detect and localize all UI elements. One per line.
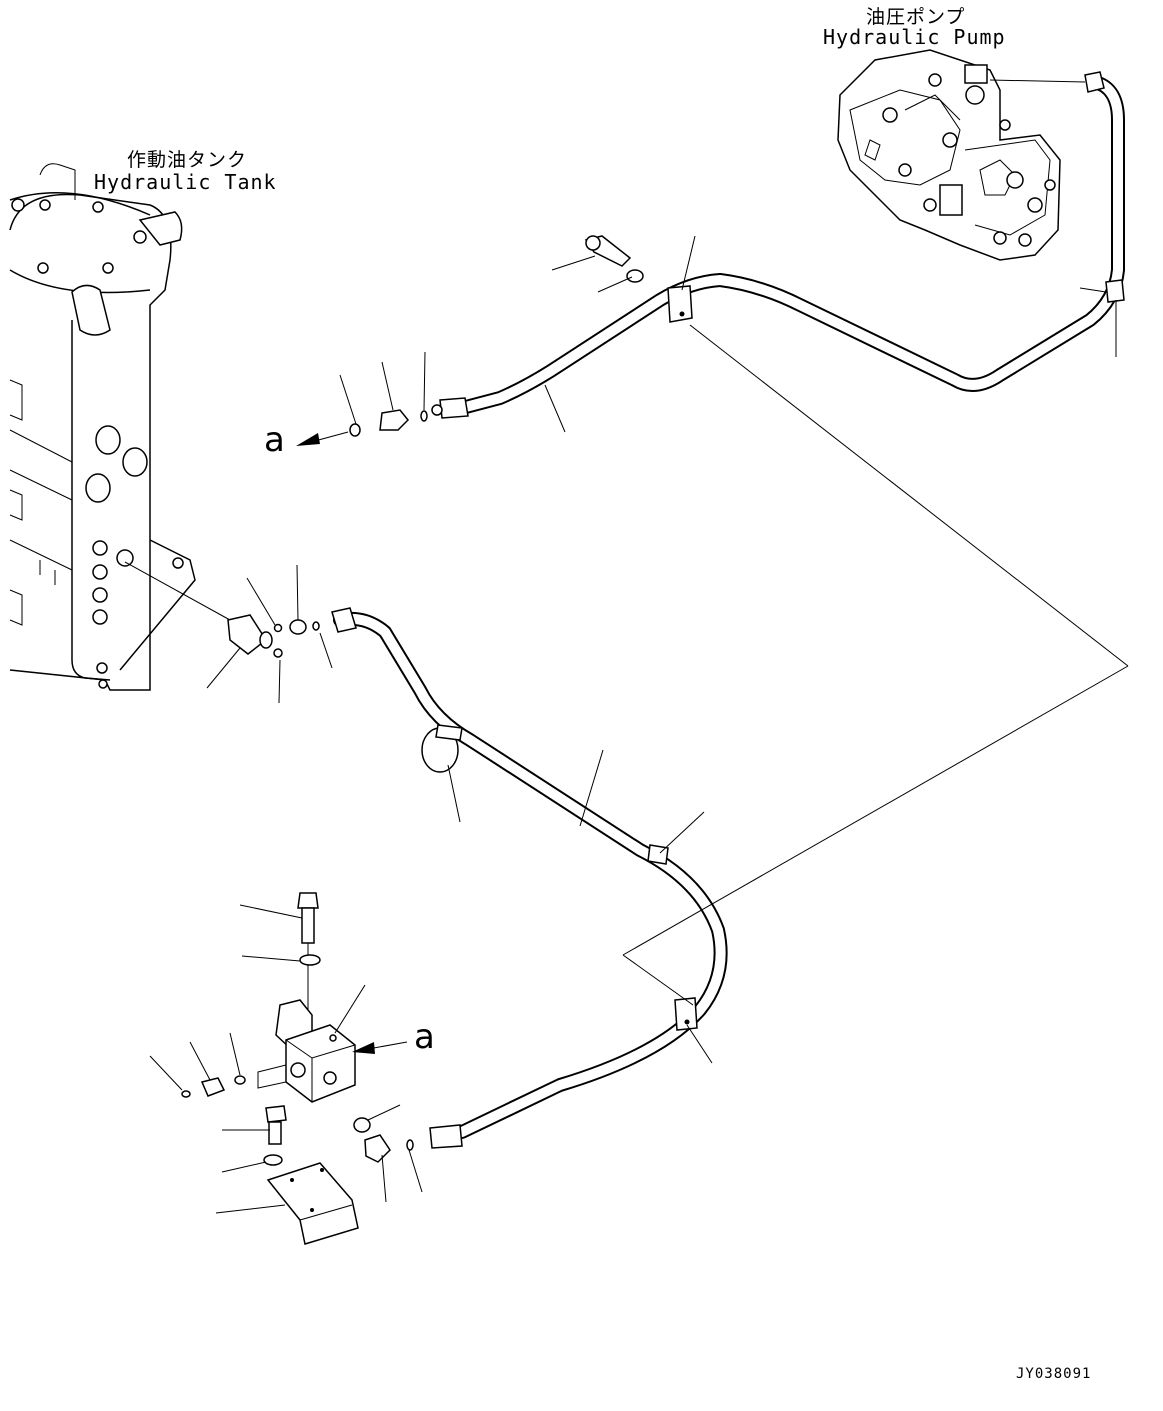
tank-label-en: Hydraulic Tank <box>94 170 277 194</box>
reference-mark-lower: a <box>414 1017 436 1057</box>
drawing-code: JY038091 <box>1016 1366 1092 1382</box>
tank-label-jp: 作動油タンク <box>127 149 248 171</box>
upper-hose <box>431 71 1125 419</box>
pump-label-en: Hydraulic Pump <box>823 25 1006 49</box>
tank-fittings <box>124 561 320 658</box>
leader-lines <box>149 235 1129 1214</box>
hydraulic-pump <box>837 49 1061 261</box>
upper-fittings <box>349 235 644 437</box>
reference-mark-upper: a <box>264 420 286 460</box>
valve-assembly <box>181 892 414 1245</box>
hydraulic-tank <box>9 163 196 691</box>
lower-hose <box>331 607 728 1149</box>
pump-label-jp: 油圧ポンプ <box>866 6 966 28</box>
